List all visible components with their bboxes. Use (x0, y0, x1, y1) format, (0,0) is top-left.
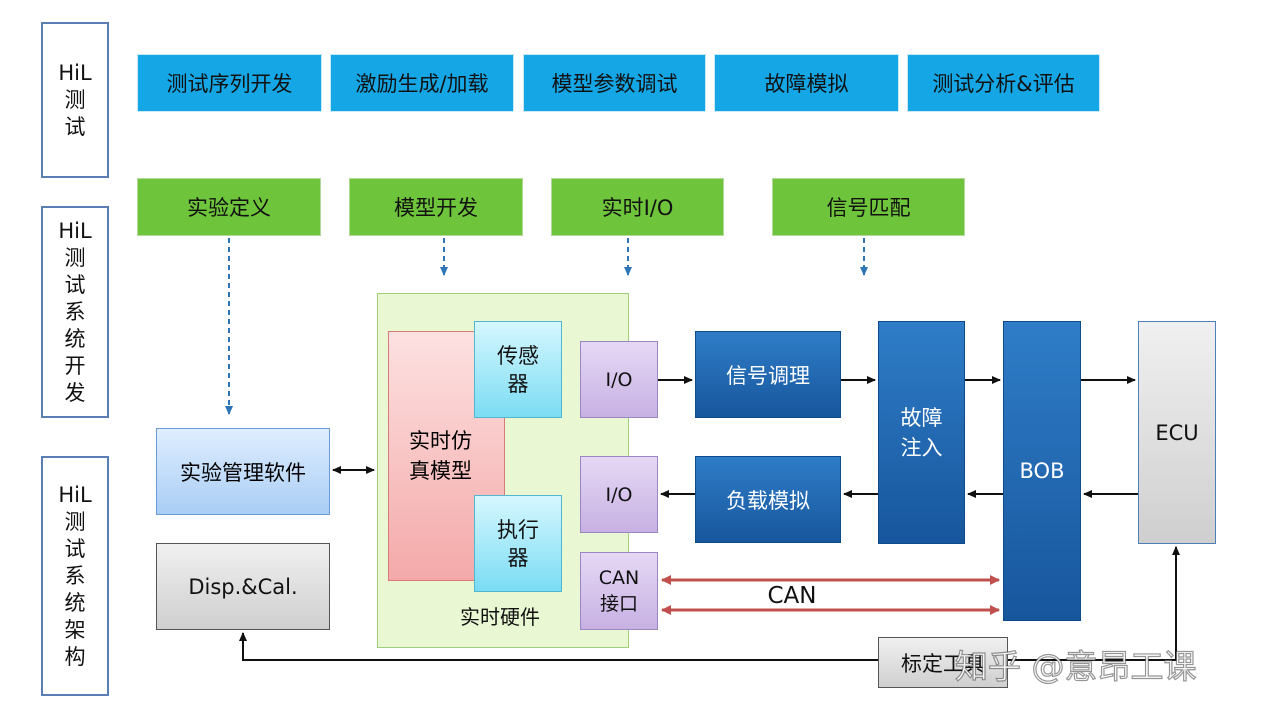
task-test-analysis: 测试分析&评估 (907, 54, 1100, 112)
side-label-hil-test: HiL 测 试 (41, 22, 109, 178)
task-fault-simulation: 故障模拟 (714, 54, 899, 112)
dev-model-development: 模型开发 (349, 178, 523, 236)
dev-experiment-definition: 实验定义 (137, 178, 321, 236)
can-interface-block: CAN 接口 (580, 552, 658, 630)
line-cal-to-ecu (1008, 546, 1180, 661)
calibration-tool-block: 标定工具 (878, 637, 1008, 688)
fault-injection-block: 故障 注入 (878, 321, 965, 544)
ecu-block: ECU (1138, 321, 1216, 544)
io-output-block: I/O (580, 341, 658, 418)
task-test-sequence-dev: 测试序列开发 (137, 54, 322, 112)
watermark-text: 知乎 @意昂工课 (954, 646, 1197, 686)
can-bus-label: CAN (767, 583, 817, 609)
dev-signal-matching: 信号匹配 (772, 178, 965, 236)
task-stimulus-generation: 激励生成/加载 (330, 54, 514, 112)
actuator-block: 执行 器 (474, 495, 562, 592)
bob-block: BOB (1003, 321, 1081, 621)
task-model-param-tuning: 模型参数调试 (523, 54, 706, 112)
dev-realtime-io: 实时I/O (551, 178, 724, 236)
side-label-hil-system-arch: HiL 测 试 系 统 架 构 (41, 456, 109, 696)
disp-cal-block: Disp.&Cal. (156, 543, 330, 630)
line-cal-to-disp (239, 632, 878, 661)
sensor-block: 传感 器 (474, 321, 562, 418)
load-simulation-block: 负载模拟 (695, 456, 841, 543)
signal-conditioning-block: 信号调理 (695, 331, 841, 418)
side-label-hil-system-dev: HiL 测 试 系 统 开 发 (41, 206, 109, 418)
io-input-block: I/O (580, 456, 658, 533)
experiment-management-software: 实验管理软件 (156, 428, 330, 515)
realtime-hardware-label: 实时硬件 (460, 604, 540, 629)
